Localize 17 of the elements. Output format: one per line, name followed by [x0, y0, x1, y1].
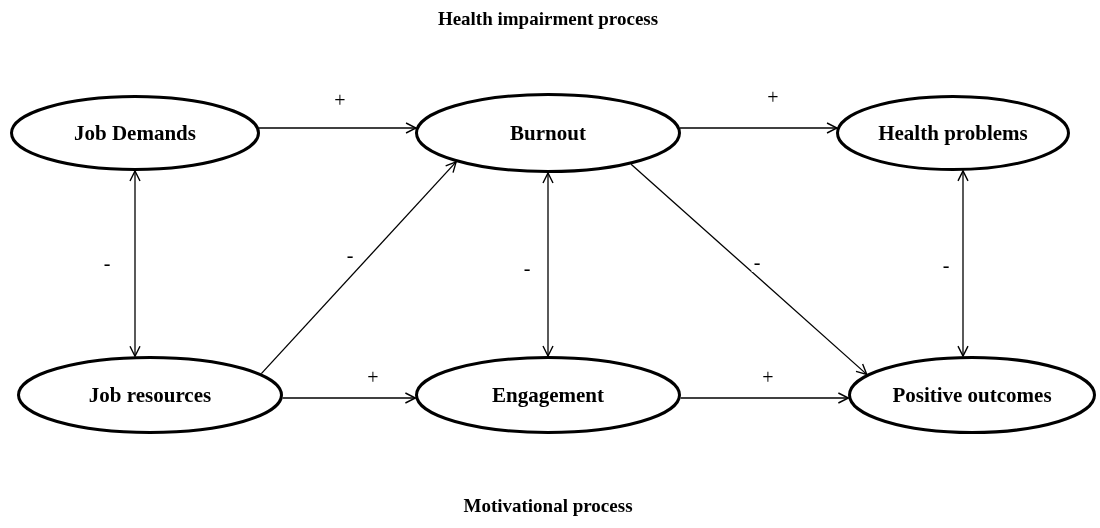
node-label: Job resources: [88, 382, 212, 408]
arrow: [630, 163, 868, 376]
arrow: [129, 170, 141, 357]
arrow: [542, 172, 554, 357]
diagram-title: Health impairment process: [437, 8, 659, 30]
node-label: Burnout: [510, 120, 586, 146]
arrow: [957, 170, 969, 357]
arrow: [260, 161, 457, 375]
arrow: [679, 122, 838, 134]
node-label: Engagement: [492, 382, 604, 408]
node-label: Health problems: [878, 120, 1028, 146]
arrow: [679, 392, 850, 404]
node-label: Positive outcomes: [892, 382, 1052, 408]
arrow: [281, 392, 417, 404]
diagram-caption: Motivational process: [463, 495, 633, 517]
node-label: Job Demands: [74, 120, 196, 146]
arrow: [258, 122, 417, 134]
